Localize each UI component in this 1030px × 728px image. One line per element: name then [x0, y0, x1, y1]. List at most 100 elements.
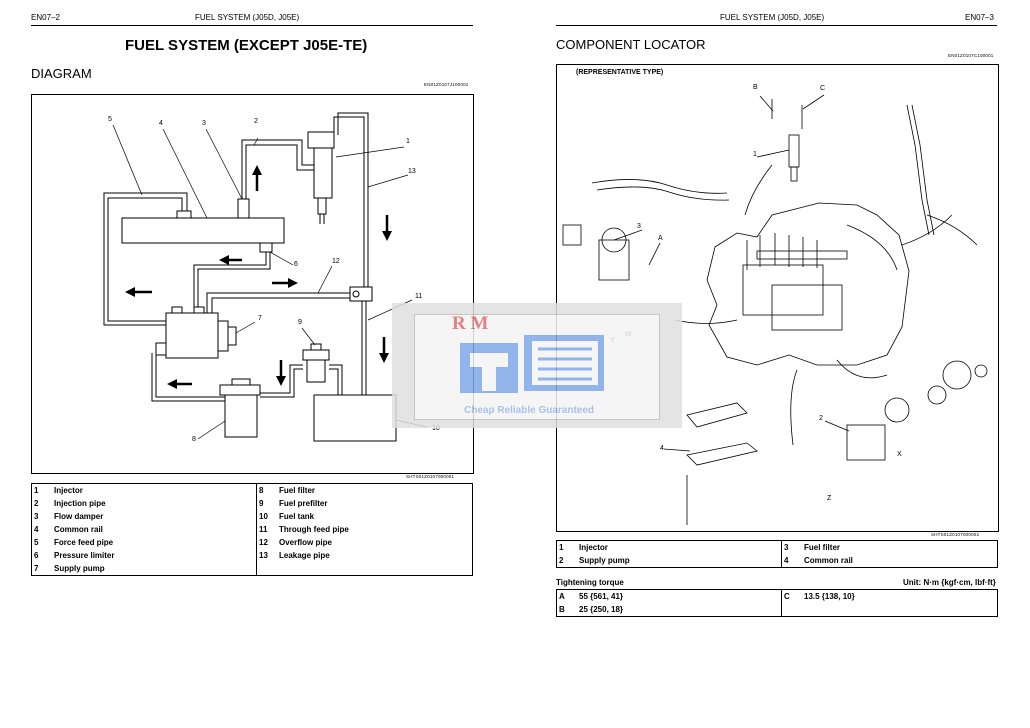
legend-row: 7 Supply pump: [32, 562, 473, 576]
callout-11: 11: [415, 293, 423, 300]
legend-row: 1 Injector 8 Fuel filter: [32, 483, 473, 497]
legend-label: Fuel filter: [279, 486, 316, 495]
legend-num: 3: [34, 512, 39, 521]
legend-num: 9: [259, 499, 264, 508]
diagram-drawing: [103, 112, 428, 442]
legend-row: 4 Common rail 11 Through feed pipe: [32, 523, 473, 536]
legend-row: 2 Injection pipe 9 Fuel prefilter: [32, 497, 473, 510]
legend-num: 6: [34, 551, 39, 560]
right-header-rule: [556, 25, 997, 26]
legend-num: 2: [34, 499, 39, 508]
right-running-title: FUEL SYSTEM (J05D, J05E): [720, 13, 825, 22]
callout-b: B: [753, 84, 758, 91]
callout-6: 6: [294, 261, 298, 268]
torque-key: C: [784, 592, 790, 601]
legend-label: Leakage pipe: [279, 551, 330, 560]
torque-key: B: [559, 605, 565, 614]
callout-7: 7: [258, 315, 262, 322]
legend-label: Supply pump: [577, 554, 782, 568]
legend-label: Pressure limiter: [52, 549, 257, 562]
left-figure-code: SHTS01Z0107000001: [406, 474, 455, 479]
callout-2-locator: 2: [819, 415, 823, 422]
callout-13: 13: [408, 168, 416, 175]
legend-row: 3 Flow damper 10 Fuel tank: [32, 510, 473, 523]
torque-value: 25 {250, 18}: [577, 603, 782, 617]
torque-value: 13.5 {138, 10}: [804, 592, 855, 601]
legend-label: Fuel tank: [279, 512, 315, 521]
figure-caption: (REPRESENTATIVE TYPE): [576, 69, 664, 76]
legend-row: 5 Force feed pipe 12 Overflow pipe: [32, 536, 473, 549]
fuel-system-diagram: 5 4 3 2 1 13 12 6 11 7 9 8 10: [31, 94, 474, 474]
torque-key: A: [559, 592, 565, 601]
legend-num: 7: [34, 564, 39, 573]
callout-4-locator: 4: [660, 445, 664, 452]
legend-label: Supply pump: [52, 562, 257, 576]
torque-row: A 55 {561, 41} C 13.5 {138, 10}: [557, 589, 998, 603]
callout-8: 8: [192, 436, 196, 443]
legend-num: 13: [259, 551, 268, 560]
watermark-tagline: Cheap Reliable Guaranteed: [464, 405, 595, 416]
right-section-heading: COMPONENT LOCATOR: [556, 37, 706, 52]
callout-3-locator: 3: [637, 223, 641, 230]
callout-12: 12: [332, 258, 340, 265]
legend-num: 2: [559, 556, 564, 565]
legend-num: 1: [559, 543, 564, 552]
watermark-brand: R M: [452, 313, 489, 334]
legend-num: 4: [34, 525, 39, 534]
callout-z: Z: [827, 495, 832, 502]
torque-value: 55 {561, 41}: [577, 589, 782, 603]
locator-code: EN01Z0107C100001: [948, 53, 994, 58]
callout-5: 5: [108, 116, 112, 123]
legend-num: 10: [259, 512, 268, 521]
torque-unit: Unit: N·m {kgf·cm, lbf·ft}: [903, 578, 996, 587]
callout-a: A: [658, 235, 663, 242]
left-running-title: FUEL SYSTEM (J05D, J05E): [195, 13, 300, 22]
legend-num: 4: [784, 556, 789, 565]
legend-row: 6 Pressure limiter 13 Leakage pipe: [32, 549, 473, 562]
legend-label: Injector: [52, 483, 257, 497]
legend-num: 8: [259, 486, 264, 495]
component-locator-figure: (REPRESENTATIVE TYPE): [556, 64, 999, 532]
engine-drawing: [562, 94, 988, 525]
left-page-code: EN07–2: [31, 13, 60, 22]
callout-x: X: [897, 451, 902, 458]
legend-label: Common rail: [804, 556, 853, 565]
callout-1-locator: 1: [753, 151, 757, 158]
legend-label: Force feed pipe: [52, 536, 257, 549]
watermark: R M Cheap Reliable Guaranteed: [392, 303, 682, 428]
legend-label: Through feed pipe: [279, 525, 349, 534]
callout-c: C: [820, 85, 826, 92]
legend-row: 1 Injector 3 Fuel filter: [557, 540, 998, 554]
legend-label: Injector: [577, 540, 782, 554]
legend-label: Flow damper: [52, 510, 257, 523]
legend-num: 11: [259, 525, 268, 534]
right-legend-table: 1 Injector 3 Fuel filter 2 Supply pump 4…: [556, 540, 998, 568]
legend-label: Fuel filter: [804, 543, 841, 552]
legend-num: 5: [34, 538, 39, 547]
legend-label: Common rail: [52, 523, 257, 536]
callout-2: 2: [254, 118, 258, 125]
callout-1: 1: [406, 138, 410, 145]
left-header-rule: [31, 25, 473, 26]
left-section-heading: DIAGRAM: [31, 66, 92, 81]
callout-4: 4: [159, 120, 163, 127]
callout-3: 3: [202, 120, 206, 127]
torque-title: Tightening torque: [556, 578, 624, 587]
right-figure-code: SHTS01Z0107000002: [931, 532, 980, 537]
legend-num: 1: [34, 486, 39, 495]
torque-table: A 55 {561, 41} C 13.5 {138, 10} B 25 {25…: [556, 589, 998, 617]
diagram-code: EN01Z0107J100001: [424, 82, 469, 87]
watermark-logo-icon: [460, 335, 610, 393]
legend-label: Fuel prefilter: [279, 499, 328, 508]
torque-row: B 25 {250, 18}: [557, 603, 998, 617]
callout-9: 9: [298, 319, 302, 326]
left-page-title: FUEL SYSTEM (EXCEPT J05E-TE): [125, 37, 368, 54]
legend-label: Overflow pipe: [279, 538, 332, 547]
left-legend-table: 1 Injector 8 Fuel filter 2 Injection pip…: [31, 483, 473, 576]
legend-label: Injection pipe: [52, 497, 257, 510]
callout-10: 10: [432, 425, 440, 432]
legend-row: 2 Supply pump 4 Common rail: [557, 554, 998, 568]
legend-num: 12: [259, 538, 268, 547]
legend-num: 3: [784, 543, 789, 552]
right-page-code: EN07–3: [965, 13, 994, 22]
